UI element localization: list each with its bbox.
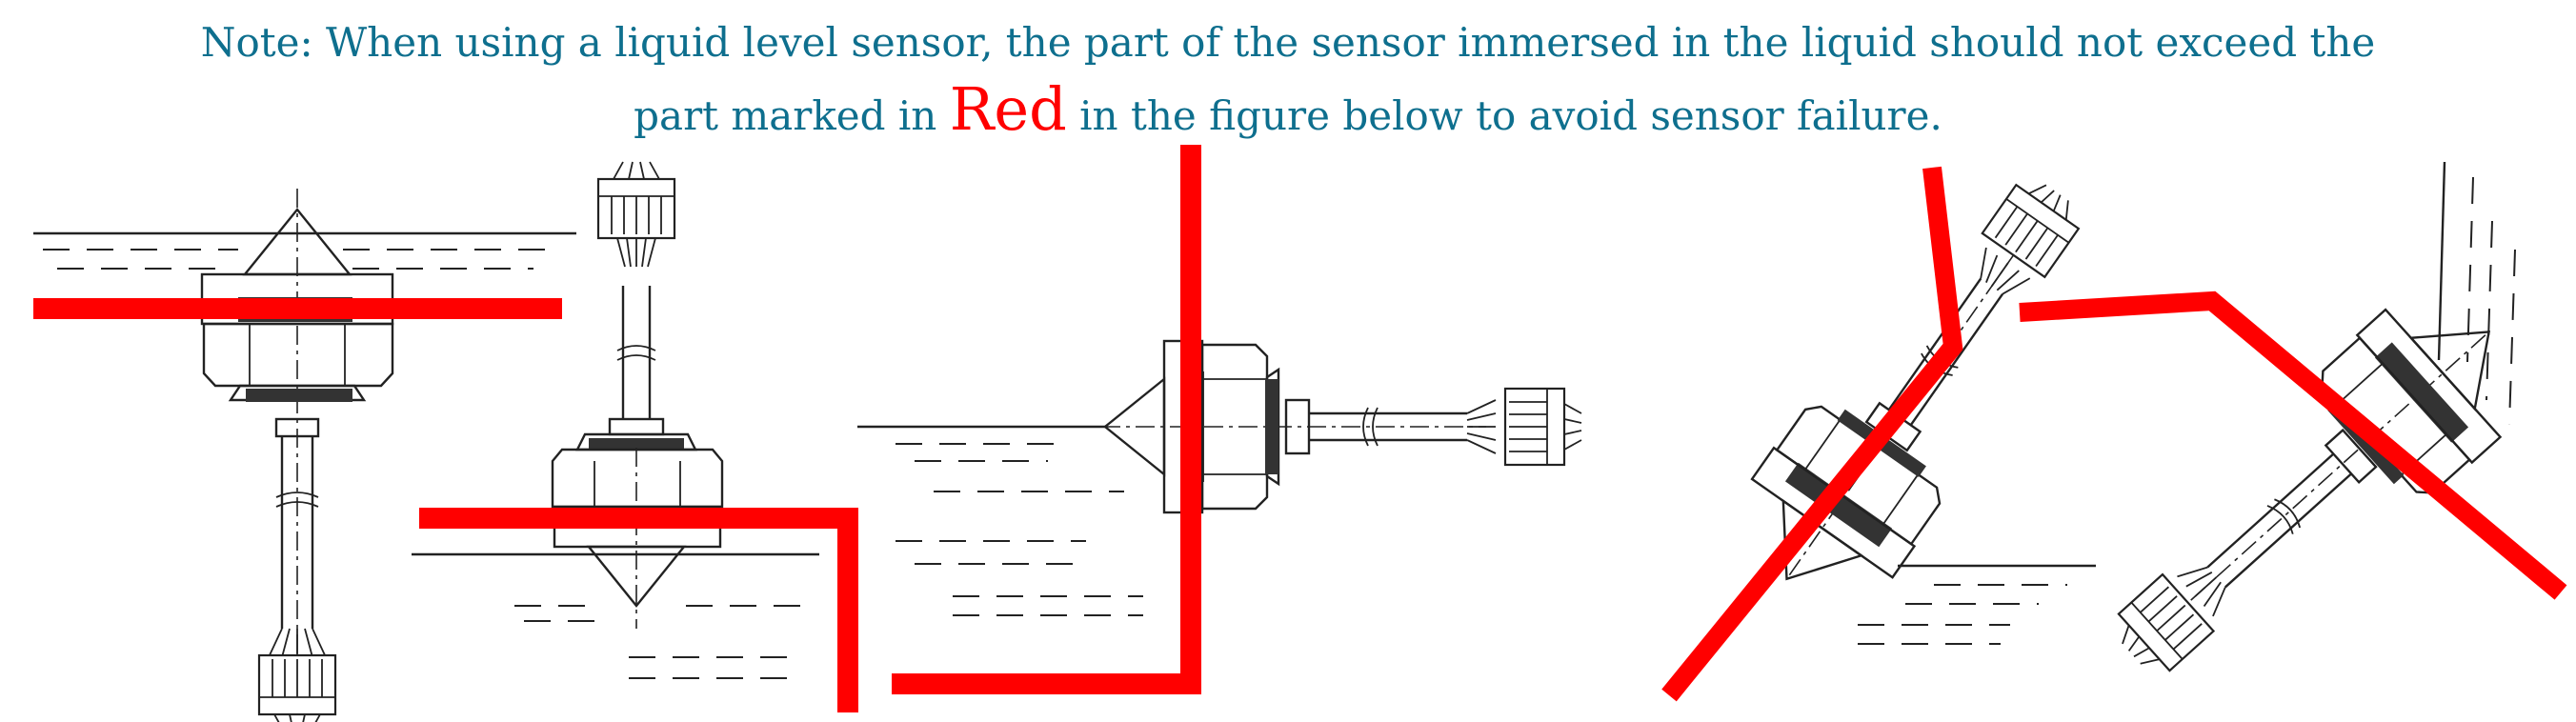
liquid-surface-2: [2485, 220, 2493, 401]
liquid-surface-1: [2466, 176, 2474, 363]
sensor-figure-2: [412, 160, 858, 712]
sensor-stem: [608, 417, 665, 436]
seal-band: [2374, 342, 2469, 443]
seal-band: [1784, 462, 1893, 548]
sensor-nut: [1200, 343, 1269, 511]
sensor-stem: [1284, 398, 1311, 455]
sensor-nut: [1775, 405, 1942, 546]
sensor-figure-3: [857, 145, 1583, 694]
tank-wall-line: [2437, 161, 2446, 361]
liquid-surface-3: [2508, 249, 2516, 426]
immersion-limit-marker: [892, 145, 1201, 694]
note-line-1: Note: When using a liquid level sensor, …: [200, 19, 2376, 66]
note-line-2-start: part marked in: [634, 92, 937, 139]
note-line-2-end: in the figure below to avoid sensor fail…: [1079, 92, 1942, 139]
nut-band: [1265, 379, 1278, 474]
sensor-nut: [551, 448, 724, 509]
immersion-limit-marker: [2019, 291, 2567, 600]
immersion-limit-marker: [419, 508, 858, 712]
sensor-tip: [586, 545, 687, 608]
sensor-stem: [274, 417, 320, 438]
sensor-figure-1: [33, 189, 576, 722]
wires: [2177, 566, 2226, 617]
cable: [2224, 472, 2352, 589]
wires: [616, 237, 656, 268]
cable: [1887, 277, 1982, 411]
wires: [268, 628, 327, 658]
red-highlight-word: Red: [949, 74, 1067, 144]
wires: [1980, 247, 2031, 295]
nut-band: [246, 389, 352, 402]
wires: [1466, 399, 1497, 454]
sensor-figure-5: [2019, 161, 2567, 684]
sensor-figure-4: [1661, 166, 2096, 702]
sensor-washer: [228, 384, 367, 402]
sensor-nut: [202, 322, 394, 388]
immersion-limit-marker: [1661, 166, 1963, 702]
note-line-2: part marked in Red in the figure below t…: [0, 76, 2576, 150]
sensor-stem: [2324, 428, 2378, 484]
installation-note: Note: When using a liquid level sensor, …: [0, 10, 2576, 150]
nut-band: [589, 438, 684, 450]
